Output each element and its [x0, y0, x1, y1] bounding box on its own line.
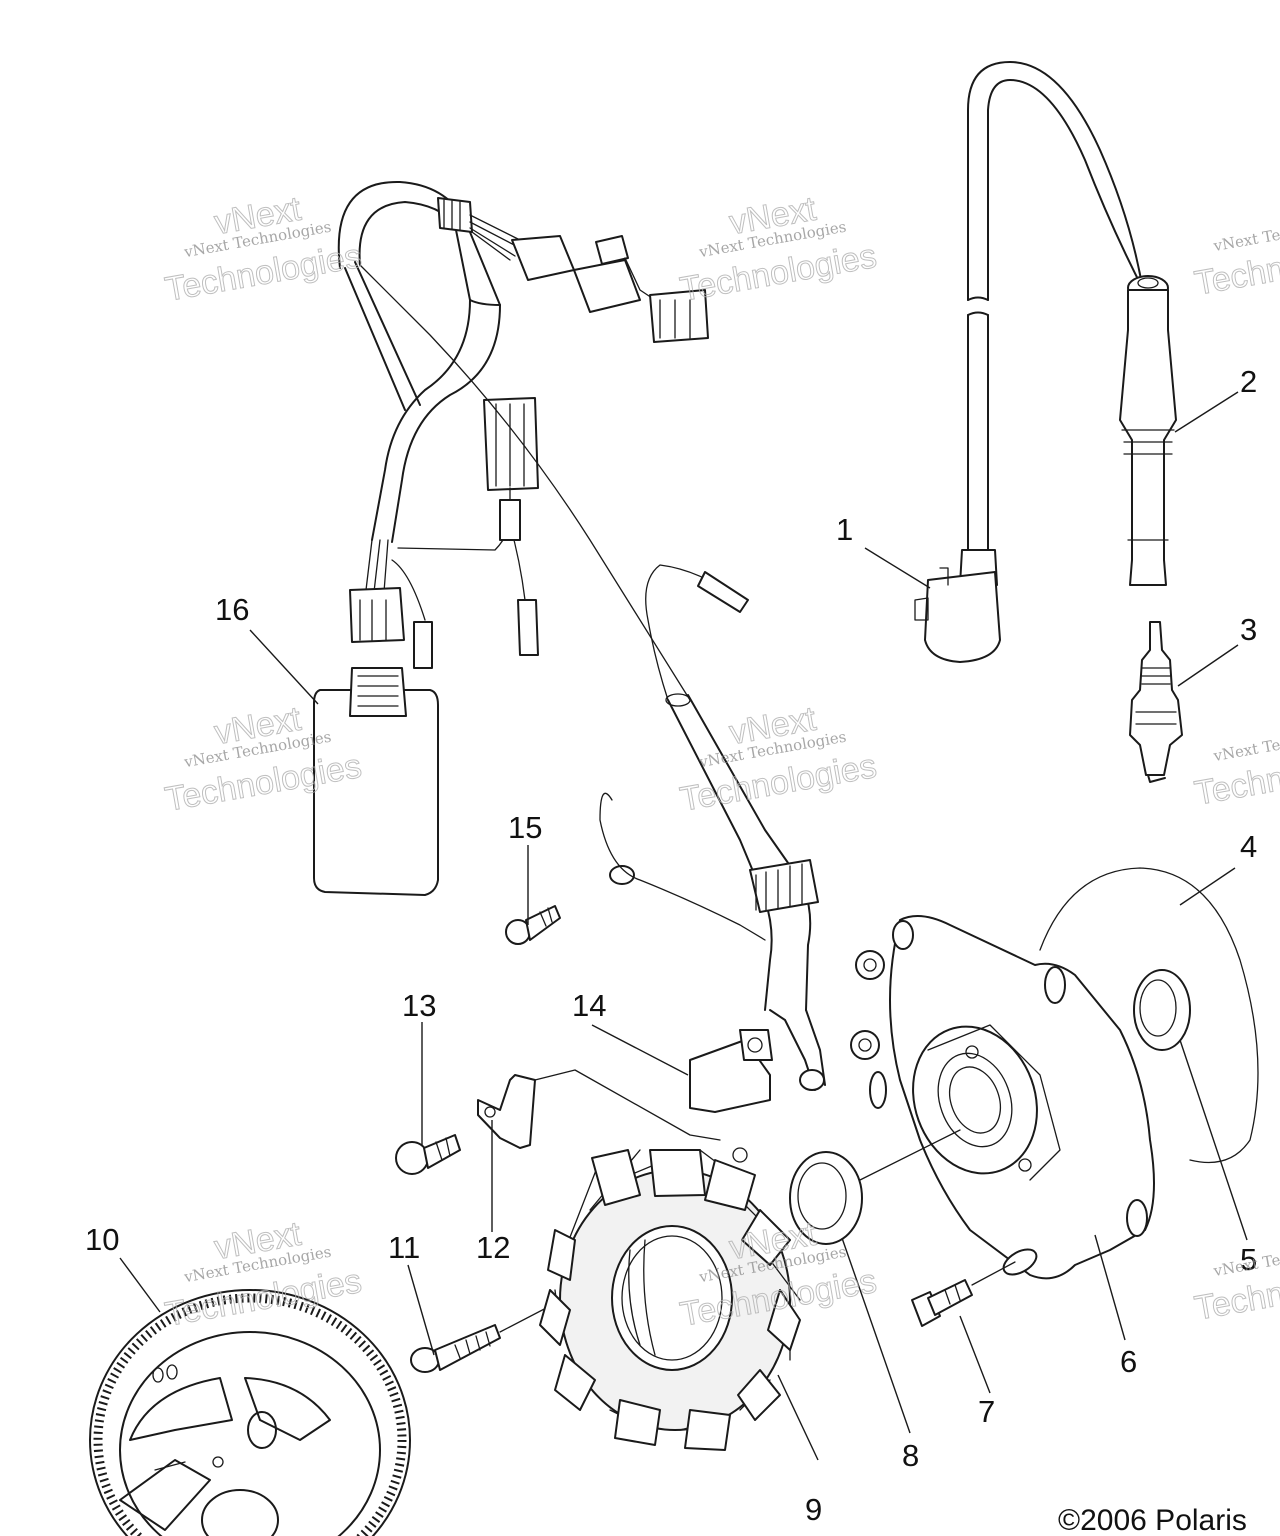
callout-8: 8 — [902, 1438, 919, 1473]
screw-part-15 — [505, 905, 561, 945]
cdi-module-part-16 — [313, 667, 439, 896]
watermark-4: vNext Technologies vNext Technologies — [677, 699, 880, 819]
callout-15: 15 — [508, 810, 542, 845]
callout-13: 13 — [402, 988, 436, 1023]
bolt-part-7 — [911, 1261, 1016, 1327]
pickup-lead — [599, 564, 819, 1011]
svg-text:Techn: Techn — [1192, 1275, 1280, 1328]
screw-part-13 — [395, 1134, 461, 1175]
seal-part-8 — [789, 1129, 961, 1245]
spark-plug-boot-part-2 — [1119, 275, 1177, 586]
callout-12: 12 — [476, 1230, 510, 1265]
seal-part-5 — [1133, 969, 1191, 1051]
callout-16: 16 — [215, 592, 249, 627]
watermark-9: vNext Te Techn — [1191, 1251, 1280, 1329]
callout-4: 4 — [1240, 829, 1257, 864]
watermark-1: vNext Technologies vNext Technologies — [162, 189, 365, 309]
watermark-2: vNext Technologies vNext Technologies — [677, 189, 880, 309]
callout-3: 3 — [1240, 612, 1257, 647]
svg-text:Techn: Techn — [1192, 760, 1280, 813]
callout-14: 14 — [572, 988, 606, 1023]
bracket-part-12 — [477, 1069, 721, 1149]
wiring-harness — [337, 180, 709, 701]
ignition-coil-part-1 — [914, 61, 1166, 663]
callout-6: 6 — [1120, 1344, 1137, 1379]
callout-labels: 1 2 3 4 5 6 7 8 9 10 11 12 13 14 15 16 — [85, 364, 1257, 1527]
callout-7: 7 — [978, 1394, 995, 1429]
watermark-7: vNext Te Techn — [1191, 226, 1280, 304]
callout-10: 10 — [85, 1222, 119, 1257]
svg-text:Techn: Techn — [1192, 250, 1280, 303]
callout-11: 11 — [388, 1230, 420, 1265]
screw-part-11 — [410, 1279, 601, 1373]
spark-plug-part-3 — [1129, 621, 1183, 783]
flywheel-part-10 — [89, 1289, 411, 1536]
copyright-text: ©2006 Polaris — [1058, 1504, 1247, 1536]
callout-5: 5 — [1240, 1242, 1257, 1277]
stator-cover-part-6 — [850, 915, 1155, 1280]
watermark-8: vNext Te Techn — [1191, 736, 1280, 814]
pulse-coil-part-14 — [689, 1009, 826, 1113]
stator-part-9 — [539, 1147, 801, 1451]
leader-lines — [119, 391, 1248, 1461]
callout-2: 2 — [1240, 364, 1257, 399]
callout-1: 1 — [836, 512, 853, 547]
callout-9: 9 — [805, 1492, 822, 1527]
gasket-part-4 — [1039, 867, 1259, 1164]
